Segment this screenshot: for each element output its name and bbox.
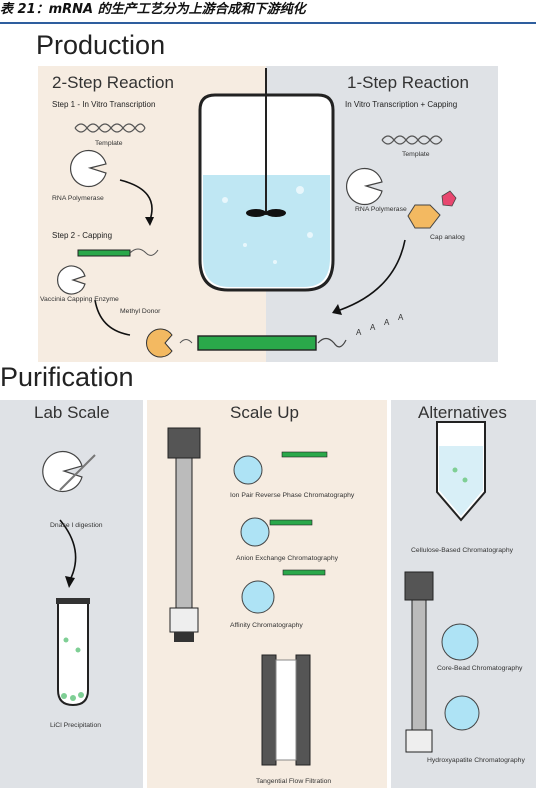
one-step-subtitle: In Vitro Transcription + Capping bbox=[345, 100, 458, 109]
tff-device bbox=[261, 654, 311, 766]
template-label: Template bbox=[95, 140, 123, 147]
arrow-one-step-to-mrna bbox=[339, 239, 406, 311]
rna-strand-icon bbox=[77, 249, 131, 257]
polymerase-label: RNA Polymerase bbox=[52, 195, 104, 202]
chromatography-column bbox=[167, 427, 201, 642]
step1-label: Step 1 - In Vitro Transcription bbox=[52, 100, 156, 109]
template-dna-icon-right bbox=[381, 135, 443, 145]
bead-icon bbox=[240, 517, 270, 547]
cap-icon bbox=[146, 328, 173, 358]
core-bead-label: Core-Bead Chromatography bbox=[437, 665, 523, 672]
diagram-canvas bbox=[0, 66, 536, 788]
dnase-label: Dnase I digestion bbox=[50, 522, 103, 529]
one-step-title: 1-Step Reaction bbox=[347, 73, 469, 92]
polya-a4: A bbox=[398, 313, 404, 322]
template-dna-icon bbox=[74, 123, 146, 133]
dnase-icon bbox=[42, 450, 83, 493]
polya-a2: A bbox=[370, 323, 376, 332]
capping-enzyme-icon bbox=[56, 265, 86, 295]
bead-icon bbox=[233, 455, 263, 485]
ion-pair-label: Ion Pair Reverse Phase Chromatography bbox=[230, 492, 355, 499]
vaccinia-label: Vaccinia Capping Enzyme bbox=[40, 296, 119, 303]
scale-up-title: Scale Up bbox=[230, 403, 299, 422]
two-step-title: 2-Step Reaction bbox=[52, 73, 174, 92]
chromatography-column-alt bbox=[404, 571, 434, 753]
purification-title: Purification bbox=[0, 362, 134, 392]
polymerase-label-right: RNA Polymerase bbox=[355, 206, 407, 213]
polya-a3: A bbox=[384, 318, 390, 327]
arrow-to-capped-mrna bbox=[94, 299, 131, 336]
test-tube-icon bbox=[57, 601, 89, 707]
mrna-strand bbox=[197, 335, 317, 351]
bead-icon bbox=[441, 623, 479, 661]
arrow-step1-to-step2 bbox=[119, 179, 153, 221]
cap-analog-icon bbox=[407, 204, 441, 229]
affinity-label: Affinity Chromatography bbox=[230, 622, 303, 629]
polya-a1: A bbox=[356, 328, 362, 337]
lab-scale-title: Lab Scale bbox=[34, 403, 110, 422]
production-title: Production bbox=[36, 30, 166, 60]
bioreactor-vessel bbox=[198, 68, 335, 292]
template-label-right: Template bbox=[402, 151, 430, 158]
arrow-lab-scale bbox=[59, 519, 77, 581]
cap-analog-label: Cap analog bbox=[430, 234, 465, 241]
cellulose-label: Cellulose-Based Chromatography bbox=[411, 547, 514, 554]
bead-icon bbox=[444, 695, 480, 731]
tff-label: Tangential Flow Filtration bbox=[256, 778, 332, 785]
hydroxy-label: Hydroxyapatite Chromatography bbox=[427, 757, 525, 764]
rna-polymerase-icon-right bbox=[345, 167, 383, 206]
step2-label: Step 2 - Capping bbox=[52, 231, 113, 240]
figure-caption: 表 21：mRNA 的生产工艺分为上游合成和下游纯化 bbox=[0, 0, 536, 24]
anion-label: Anion Exchange Chromatography bbox=[236, 555, 339, 562]
licl-label: LiCl Precipitation bbox=[50, 722, 101, 729]
rna-polymerase-icon bbox=[69, 149, 107, 188]
methyl-label: Methyl Donor bbox=[120, 308, 161, 315]
alternatives-title: Alternatives bbox=[418, 403, 507, 422]
bead-icon bbox=[241, 580, 275, 614]
